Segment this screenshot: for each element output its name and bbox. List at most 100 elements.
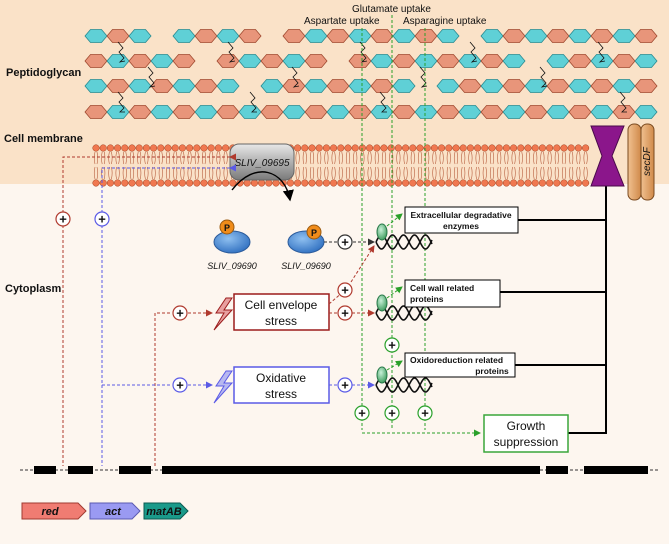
lipid-tail	[158, 151, 163, 180]
lipid-head	[546, 144, 554, 152]
lipid-head	[121, 179, 129, 187]
sugar-unit	[392, 79, 416, 93]
activation-circle	[55, 211, 71, 227]
lipid-head	[502, 144, 510, 152]
act-gene-arrow	[89, 502, 141, 520]
regulator-label-2: SLIV_09690	[281, 261, 331, 271]
lipid-head	[92, 179, 100, 187]
lipid-head	[452, 144, 460, 152]
sugar-unit	[502, 54, 526, 68]
dna-strand	[375, 377, 433, 393]
cytoplasm-label: Cytoplasm	[5, 283, 61, 295]
lipid-head	[430, 179, 438, 187]
lipid-tail	[504, 151, 509, 180]
lipid-head	[517, 179, 525, 187]
lipid-head	[438, 144, 446, 152]
dna-to-box-arrows	[386, 213, 403, 371]
svg-text:stress: stress	[265, 387, 297, 401]
dna-helices	[375, 223, 433, 393]
dna-strand	[375, 377, 433, 393]
lipid-head	[114, 179, 122, 187]
lipid-head	[423, 144, 431, 152]
lipid-tail	[533, 151, 538, 180]
plus-sign: +	[59, 212, 67, 227]
secretion-lines	[500, 126, 614, 434]
lipid-head	[553, 179, 561, 187]
lipid-head	[250, 179, 258, 187]
lipid-head	[582, 144, 590, 152]
svg-text:matAB: matAB	[146, 506, 182, 518]
lipid-tail	[151, 151, 156, 180]
lipid-tail	[381, 151, 387, 180]
lipid-head	[150, 144, 158, 152]
lipid-tail	[115, 151, 120, 180]
lipid-tail	[461, 151, 466, 180]
svg-text:Growth: Growth	[507, 419, 546, 433]
plus-sign: +	[358, 406, 366, 421]
glutamate-uptake-label: Glutamate uptake	[352, 4, 431, 15]
oxidoreduction-proteins-box: Oxidoreduction related proteins	[404, 352, 516, 378]
svg-text:Oxidative: Oxidative	[256, 371, 306, 385]
lipid-head	[222, 144, 230, 152]
lipid-tail	[101, 151, 106, 180]
activation-circle	[172, 305, 188, 321]
lipid-head	[452, 179, 460, 187]
lipid-head	[164, 179, 172, 187]
lipid-tail	[324, 151, 329, 180]
lipid-head	[351, 179, 359, 187]
lipid-head	[157, 179, 165, 187]
cell-envelope-stress-box: Cell envelope stress	[233, 293, 330, 331]
lipid-tail	[216, 151, 221, 180]
cell-membrane-label: Cell membrane	[4, 133, 83, 145]
lipid-head	[294, 179, 302, 187]
lipid-head	[481, 179, 489, 187]
lipid-head	[128, 179, 136, 187]
lipid-tail	[525, 151, 531, 180]
lipid-tail	[345, 151, 351, 180]
plus-sign: +	[176, 378, 184, 393]
peptide-crosslink	[147, 66, 156, 88]
lipid-head	[380, 179, 388, 187]
lipid-tail	[122, 151, 127, 180]
lipid-head	[301, 179, 309, 187]
lipid-tail	[489, 151, 495, 180]
plus-sign: +	[98, 212, 106, 227]
lipid-head	[459, 179, 467, 187]
lipid-head	[150, 179, 158, 187]
lipid-head	[106, 179, 114, 187]
activation-markers: ++++++++++++	[55, 211, 433, 421]
lipid-tail	[439, 151, 444, 180]
lipid-head	[99, 144, 107, 152]
svg-text:suppression: suppression	[494, 435, 559, 449]
regulator-phosphorylated: P SLIV_09690	[281, 224, 331, 271]
peptide-crosslink	[597, 41, 606, 63]
lipid-head	[315, 179, 323, 187]
sugar-unit	[634, 54, 658, 68]
oxidative-lightning-icon	[213, 370, 234, 404]
lipid-tail	[403, 151, 408, 180]
lipid-head	[445, 144, 453, 152]
gene-legend: red act matAB	[21, 502, 189, 520]
lipid-tail	[374, 151, 379, 180]
lipid-head	[322, 179, 330, 187]
lipid-head	[560, 144, 568, 152]
lipid-head	[214, 144, 222, 152]
lipid-head	[466, 179, 474, 187]
lipid-head	[409, 179, 417, 187]
sugar-unit	[436, 29, 460, 43]
red-path-to-envelope	[154, 312, 172, 466]
lipid-tail	[108, 151, 113, 180]
lipid-head	[538, 144, 546, 152]
lipid-tail	[295, 151, 300, 180]
lipid-head	[164, 144, 172, 152]
svg-text:Extracellular degradative: Extracellular degradative	[410, 210, 511, 220]
lipid-head	[416, 179, 424, 187]
activation-circle	[337, 377, 353, 393]
lipid-tail	[389, 151, 394, 180]
asparagine-uptake-label: Asparagine uptake	[403, 16, 487, 27]
svg-text:Cell envelope: Cell envelope	[245, 298, 318, 312]
lipid-head	[243, 179, 251, 187]
lipid-head	[92, 144, 100, 152]
lipid-head	[380, 144, 388, 152]
lipid-tail	[144, 151, 149, 180]
